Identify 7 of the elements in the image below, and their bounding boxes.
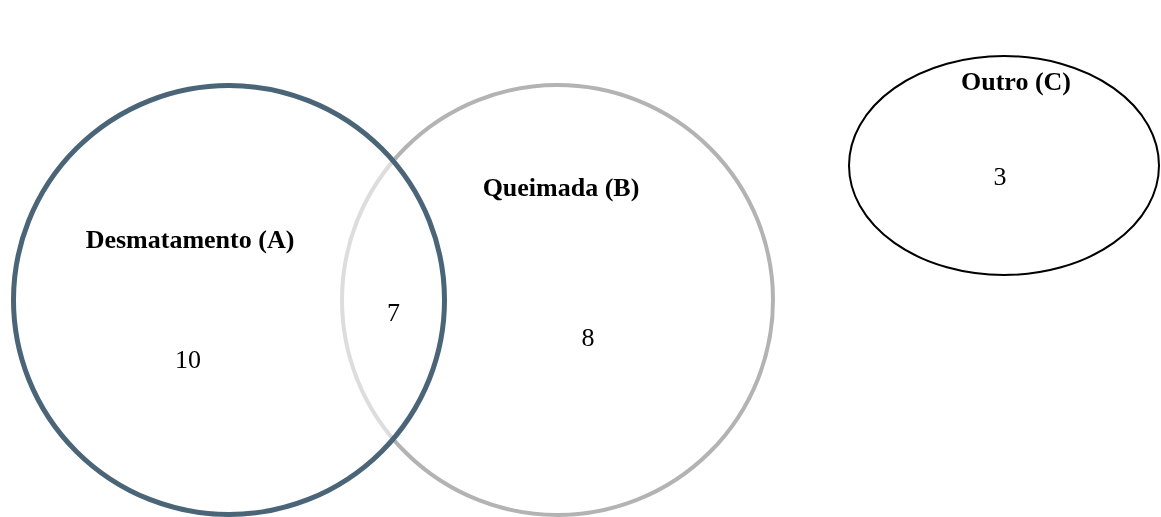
set-title: Queimada (B) (481, 172, 641, 204)
set-title: Outro (C) (960, 66, 1072, 98)
count-value: 7 (387, 298, 400, 328)
count-value: 8 (581, 323, 595, 353)
count-value: 10 (175, 345, 201, 375)
count-value: 3 (993, 162, 1007, 192)
set-title: Desmatamento (A) (84, 224, 296, 256)
